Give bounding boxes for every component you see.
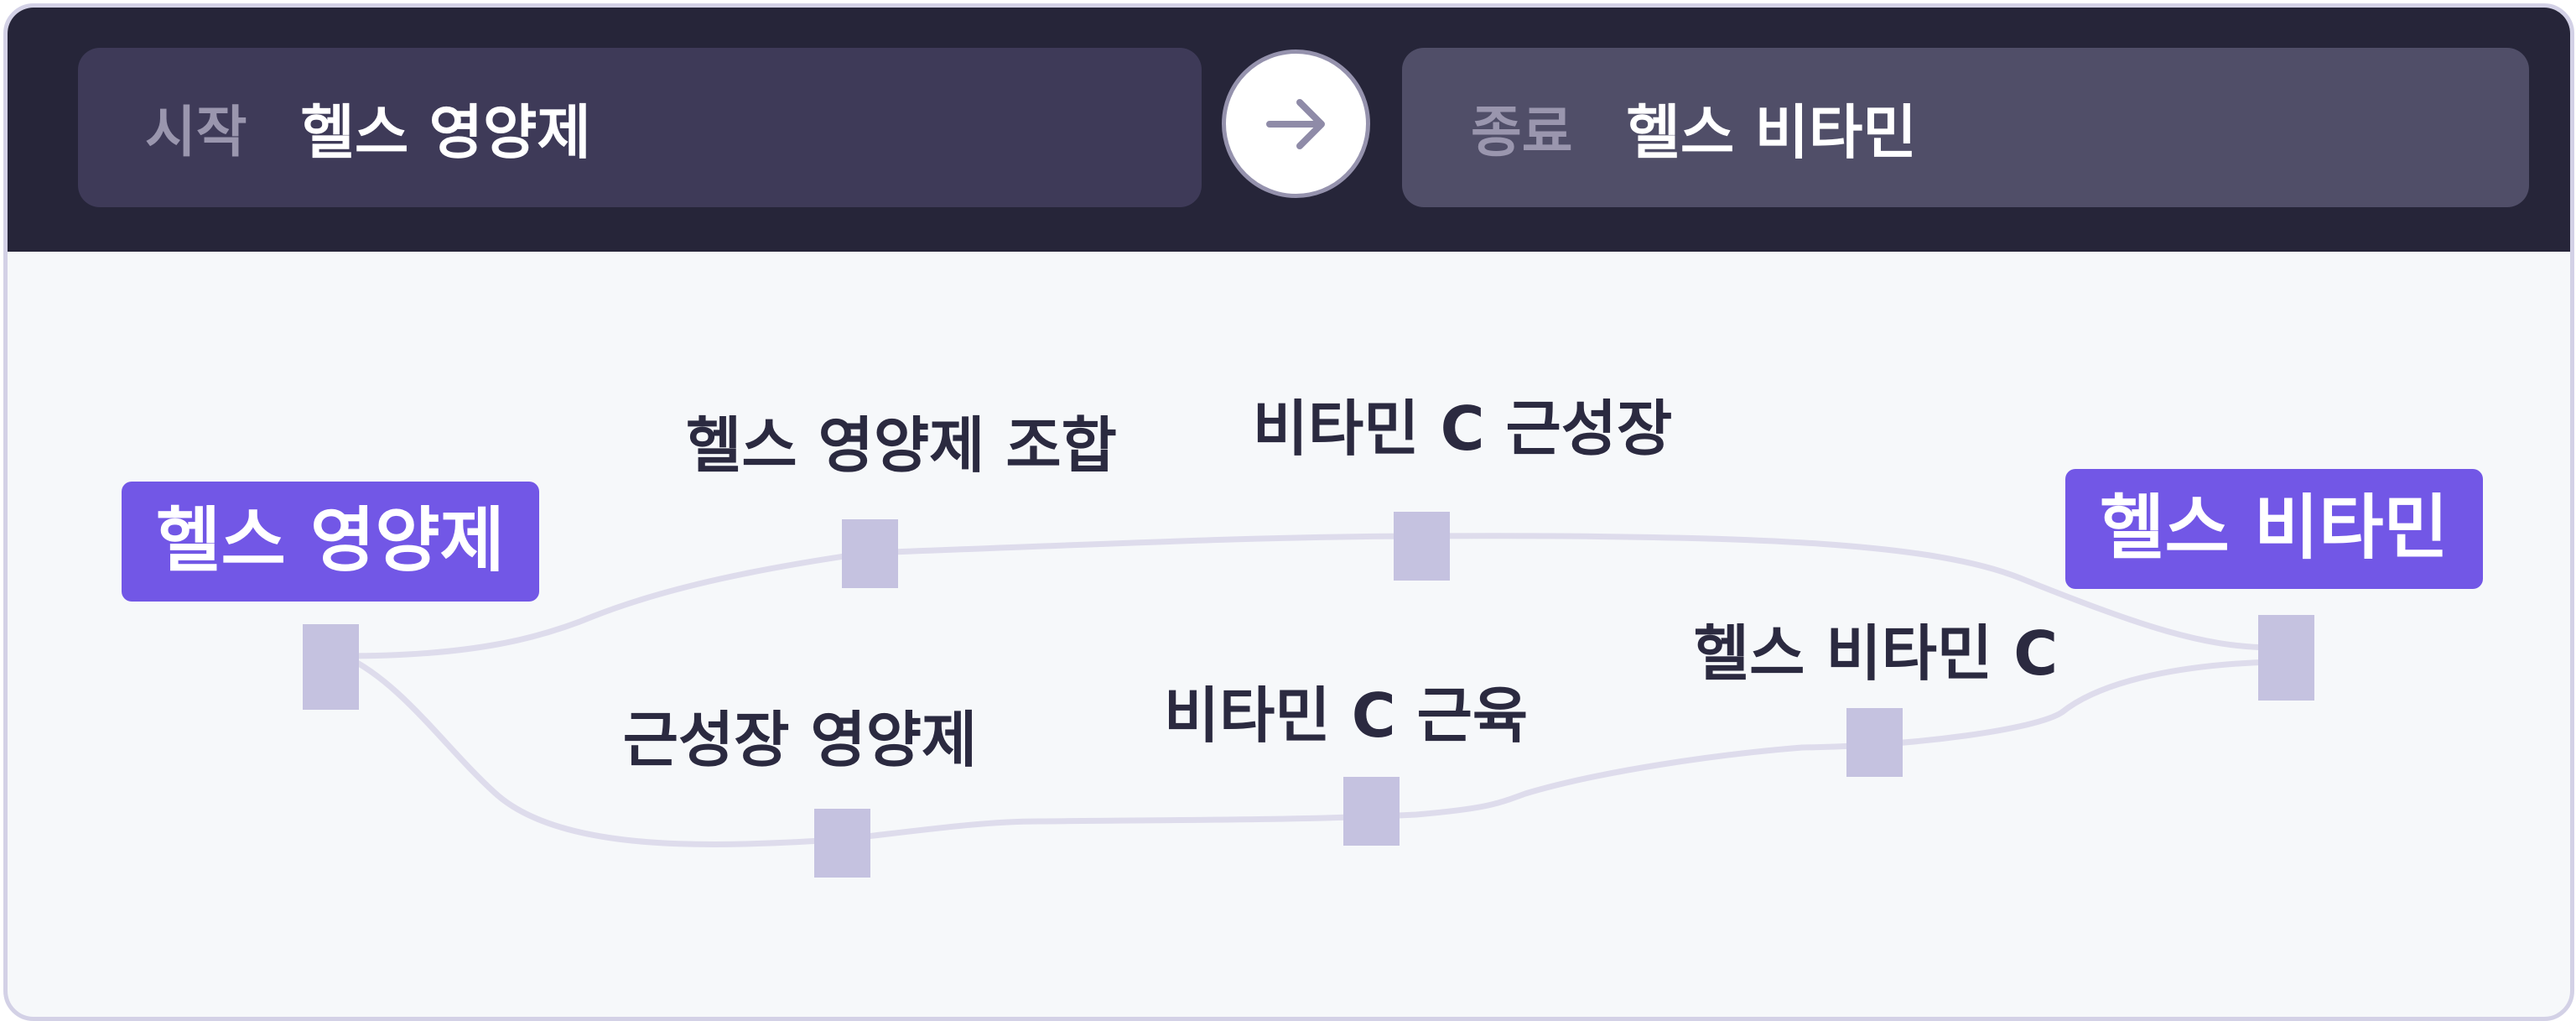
path-graph: 헬스 영양제 헬스 비타민 헬스 영양제 조합 비타민 C 근성장 근성장 영양… <box>122 393 2483 878</box>
node-label: 근성장 영양제 <box>623 705 978 775</box>
start-node-label: 헬스 영양제 <box>156 499 505 581</box>
start-value: 헬스 영양제 <box>300 97 591 167</box>
start-label: 시작 <box>145 100 247 164</box>
app-frame: 시작 헬스 영양제 종료 헬스 비타민 <box>3 3 2574 1021</box>
end-label: 종료 <box>1471 100 1573 164</box>
node-marker-end[interactable] <box>2258 615 2314 701</box>
end-value: 헬스 비타민 <box>1626 97 1917 167</box>
node-marker[interactable] <box>842 519 898 588</box>
node-marker[interactable] <box>1394 512 1450 581</box>
edge <box>341 533 2275 659</box>
end-field[interactable]: 종료 헬스 비타민 <box>1402 48 2529 207</box>
node-label: 비타민 C 근육 <box>1164 680 1528 751</box>
node-label: 헬스 영양제 조합 <box>686 410 1117 481</box>
node-marker-start[interactable] <box>303 624 359 710</box>
arrow-right-icon <box>1265 98 1325 149</box>
node-marker[interactable] <box>1846 708 1903 777</box>
route-header: 시작 헬스 영양제 종료 헬스 비타민 <box>8 8 2570 252</box>
node-marker[interactable] <box>1343 777 1400 846</box>
node-label: 헬스 비타민 C <box>1694 618 2058 689</box>
start-node-badge[interactable] <box>122 482 539 602</box>
node-label: 비타민 C 근성장 <box>1253 393 1672 464</box>
start-field[interactable]: 시작 헬스 영양제 <box>78 48 1202 207</box>
node-marker[interactable] <box>814 809 870 878</box>
end-node-badge[interactable] <box>2065 469 2483 589</box>
end-node-label: 헬스 비타민 <box>2100 487 2449 569</box>
swap-button[interactable] <box>1222 49 1370 198</box>
